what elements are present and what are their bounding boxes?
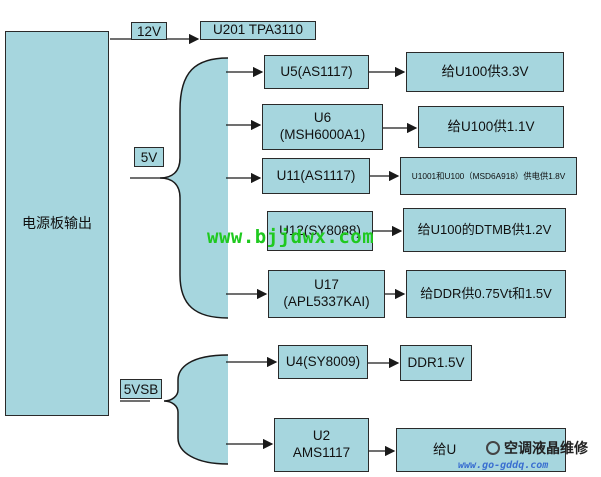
rail-5vsb-text: 5VSB: [123, 381, 159, 397]
output-u11: U1001和U100（MSD6A918）供电供1.8V: [400, 157, 577, 195]
watermark-brand-text: 空调液晶维修: [504, 440, 588, 456]
brand-logo-icon: [486, 441, 500, 455]
rail-5v-text: 5V: [140, 149, 158, 165]
output-u2: 给U: [396, 428, 566, 472]
chip-u5: U5(AS1117): [264, 55, 369, 89]
chip-u11: U11(AS1117): [262, 158, 370, 194]
output-u2-label: 给U: [433, 441, 457, 457]
watermark-site: www.bjjdwx.com: [207, 226, 375, 248]
u201-tpa3110-label: U201 TPA3110: [212, 22, 304, 38]
chip-u5-label: U5(AS1117): [280, 63, 353, 79]
output-u11-label: U1001和U100（MSD6A918）供电供1.8V: [411, 170, 566, 181]
output-u4: DDR1.5V: [400, 345, 472, 381]
brace-5v: [159, 57, 229, 319]
chip-u6: U6 (MSH6000A1): [262, 104, 383, 150]
power-board-output-box: 电源板输出: [5, 31, 109, 416]
rail-12v-text: 12V: [136, 23, 162, 39]
rail-5vsb-label: 5VSB: [120, 379, 162, 399]
output-u12: 给U100的DTMB供1.2V: [403, 208, 566, 252]
output-u17-label: 给DDR供0.75Vt和1.5V: [420, 285, 552, 301]
u201-tpa3110-box: U201 TPA3110: [200, 21, 316, 40]
watermark-brand-url: www.go-gddq.com: [458, 460, 549, 471]
brace-5vsb: [163, 354, 229, 465]
chip-u2: U2 AMS1117: [274, 418, 369, 472]
chip-u11-label: U11(AS1117): [276, 167, 356, 183]
chip-u4: U4(SY8009): [278, 345, 368, 379]
output-u6-label: 给U100供1.1V: [447, 118, 535, 134]
chip-u12-label: U12(SY8088): [279, 222, 361, 238]
output-u4-label: DDR1.5V: [407, 354, 465, 370]
rail-12v-label: 12V: [131, 22, 167, 40]
chip-u2-label: U2 AMS1117: [292, 428, 351, 460]
output-u6: 给U100供1.1V: [418, 106, 564, 148]
watermark-brand: 空调液晶维修: [486, 438, 588, 458]
output-u5: 给U100供3.3V: [406, 52, 564, 92]
output-u17: 给DDR供0.75Vt和1.5V: [406, 270, 566, 318]
power-board-output-label: 电源板输出: [22, 214, 92, 231]
output-u5-label: 给U100供3.3V: [441, 63, 529, 79]
chip-u17: U17 (APL5337KAI): [268, 270, 385, 318]
output-u12-label: 给U100的DTMB供1.2V: [417, 221, 552, 237]
chip-u4-label: U4(SY8009): [285, 353, 361, 369]
rail-5v-label: 5V: [134, 147, 164, 167]
chip-u6-label: U6 (MSH6000A1): [279, 110, 366, 142]
chip-u12: U12(SY8088): [267, 211, 373, 251]
chip-u17-label: U17 (APL5337KAI): [283, 277, 370, 309]
